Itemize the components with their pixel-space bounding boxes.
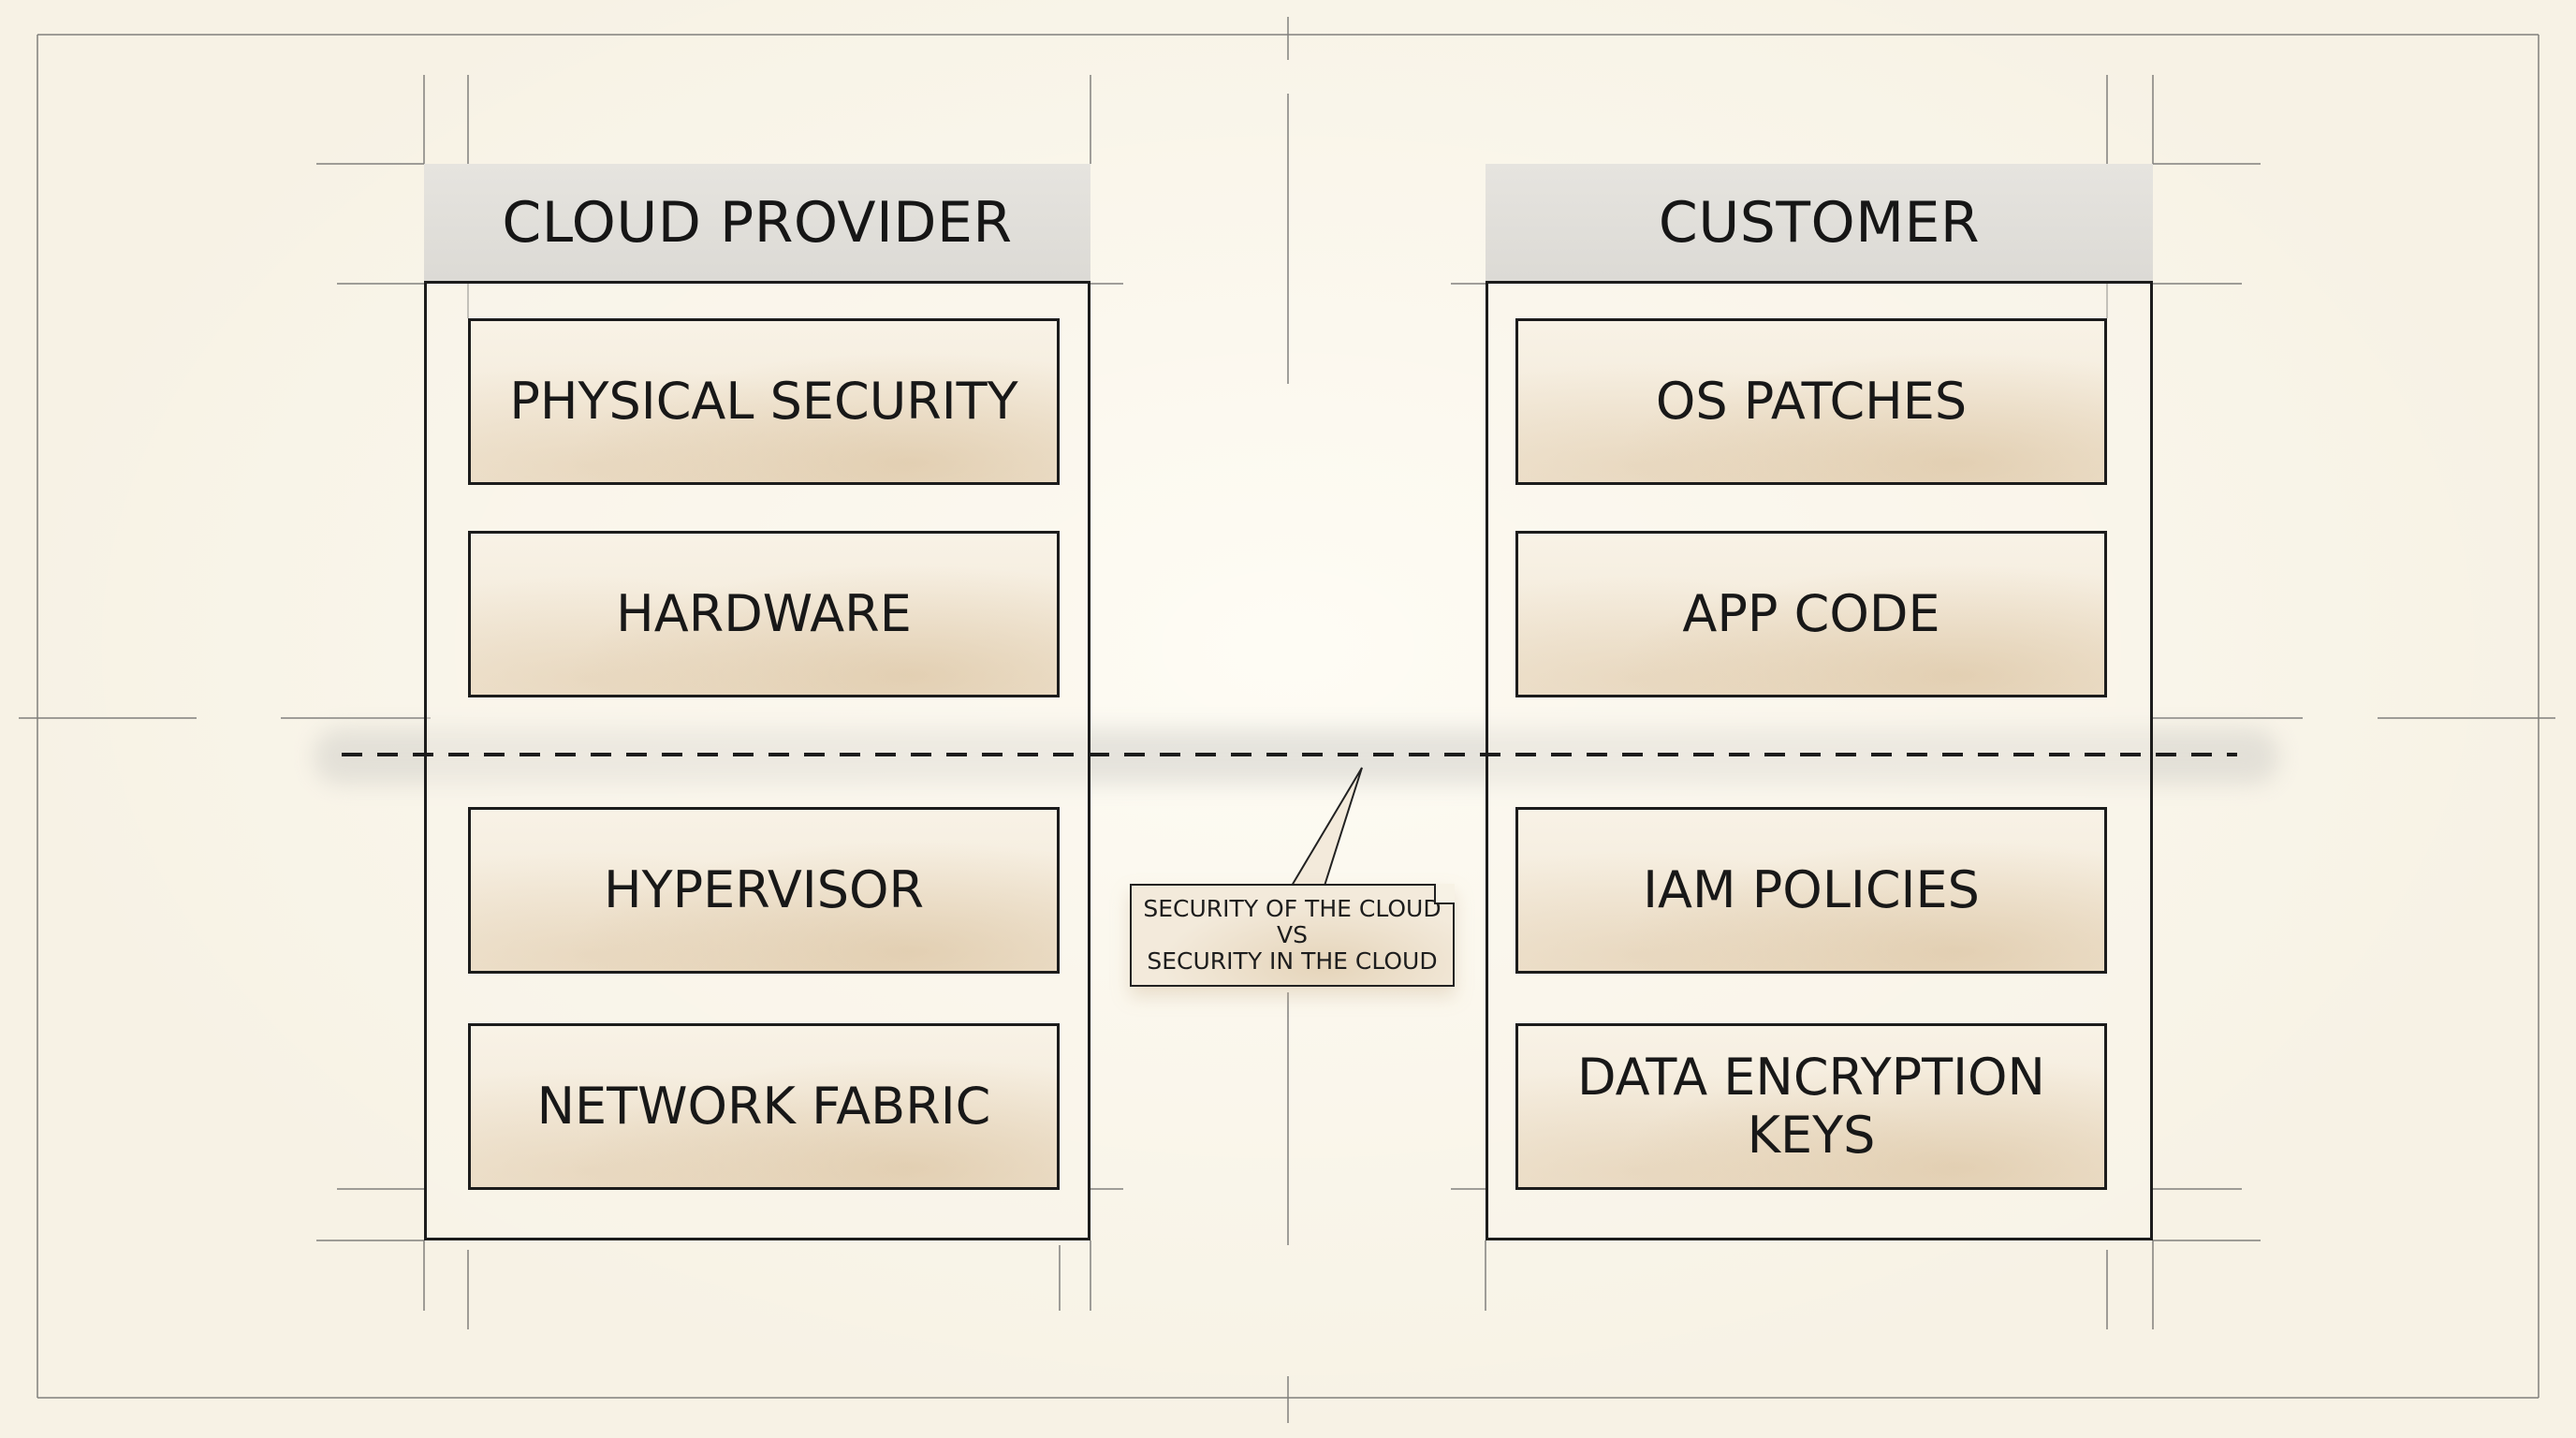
customer-item-os-patches: OS PATCHES bbox=[1515, 318, 2107, 485]
provider-title: CLOUD PROVIDER bbox=[502, 189, 1013, 256]
customer-item-iam-policies: IAM POLICIES bbox=[1515, 807, 2107, 974]
customer-item-label: DATA ENCRYPTION KEYS bbox=[1577, 1048, 2045, 1165]
customer-item-app-code: APP CODE bbox=[1515, 531, 2107, 697]
callout-line-3: SECURITY IN THE CLOUD bbox=[1147, 947, 1438, 975]
folded-corner-icon bbox=[1434, 884, 1455, 904]
customer-item-label: APP CODE bbox=[1682, 584, 1940, 643]
provider-item-physical-security: PHYSICAL SECURITY bbox=[468, 318, 1060, 485]
customer-header: CUSTOMER bbox=[1486, 164, 2153, 284]
provider-item-label: HYPERVISOR bbox=[603, 860, 924, 919]
shared-responsibility-callout: SECURITY OF THE CLOUD VS SECURITY IN THE… bbox=[1130, 884, 1455, 987]
provider-item-hypervisor: HYPERVISOR bbox=[468, 807, 1060, 974]
provider-item-label: PHYSICAL SECURITY bbox=[509, 372, 1018, 431]
provider-item-hardware: HARDWARE bbox=[468, 531, 1060, 697]
customer-item-data-encryption-keys: DATA ENCRYPTION KEYS bbox=[1515, 1023, 2107, 1190]
customer-title: CUSTOMER bbox=[1658, 189, 1981, 256]
callout-line-2: VS bbox=[1277, 921, 1308, 948]
callout-pointer bbox=[1290, 767, 1363, 887]
customer-item-label: OS PATCHES bbox=[1655, 372, 1968, 431]
customer-item-label: IAM POLICIES bbox=[1643, 860, 1980, 919]
provider-item-label: NETWORK FABRIC bbox=[536, 1077, 991, 1136]
provider-item-network-fabric: NETWORK FABRIC bbox=[468, 1023, 1060, 1190]
callout-line-1: SECURITY OF THE CLOUD bbox=[1143, 895, 1442, 922]
provider-header: CLOUD PROVIDER bbox=[424, 164, 1090, 284]
provider-item-label: HARDWARE bbox=[616, 584, 912, 643]
